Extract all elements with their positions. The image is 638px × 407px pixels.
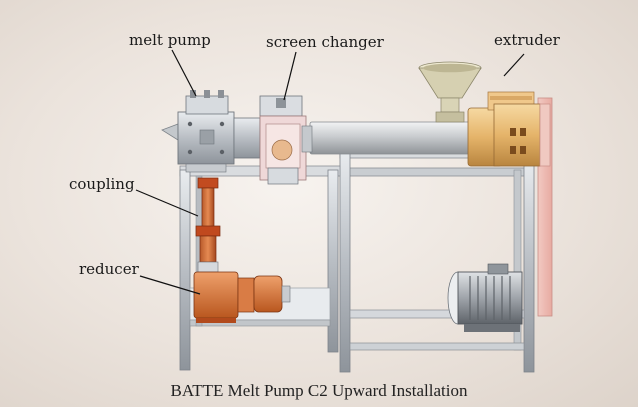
melt-pump <box>161 90 261 173</box>
extruder-leader <box>503 53 525 77</box>
screen-changer <box>259 95 313 185</box>
reducer-label: reducer <box>79 260 139 278</box>
reducer <box>193 271 291 323</box>
extruder-label: extruder <box>494 31 560 49</box>
melt-pump-leader <box>171 49 197 97</box>
leader-lines <box>135 49 525 295</box>
main-motor <box>447 263 523 332</box>
coupling-leader <box>135 189 199 217</box>
melt-pump-label: melt pump <box>129 31 211 49</box>
screen-changer-label: screen changer <box>266 33 384 51</box>
screen-changer-leader <box>283 51 297 101</box>
figure-caption: BATTE Melt Pump C2 Upward Installation <box>170 381 468 400</box>
extruder-gearbox <box>467 91 551 167</box>
feed-hopper <box>418 61 482 123</box>
extruder-barrel <box>309 121 483 155</box>
reducer-leader <box>139 275 201 295</box>
coupling-label: coupling <box>69 175 135 193</box>
